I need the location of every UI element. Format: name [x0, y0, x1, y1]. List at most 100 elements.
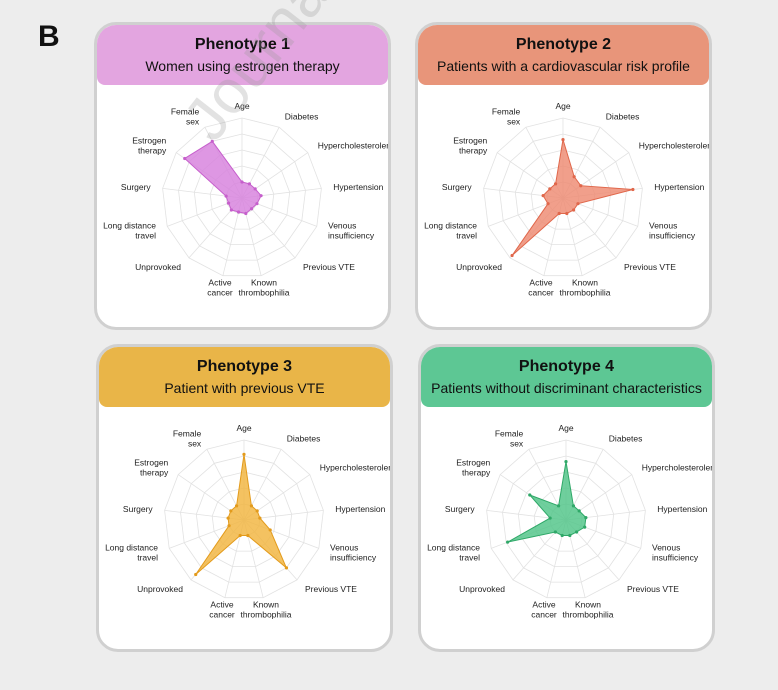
data-point	[183, 156, 187, 161]
data-point	[560, 533, 564, 538]
phenotype-card: Phenotype 1 Women using estrogen therapy…	[94, 22, 391, 330]
axis-label: Hypertension	[335, 504, 385, 514]
data-point	[553, 530, 557, 534]
data-point	[576, 202, 580, 206]
axis-label: Previous VTE	[627, 584, 679, 594]
grid-ring	[530, 165, 596, 230]
data-point	[226, 201, 231, 205]
axis-label: Age	[558, 423, 573, 433]
data-point	[556, 504, 561, 508]
data-point	[583, 525, 587, 529]
data-point	[579, 184, 583, 188]
card-subtitle: Patients with a cardiovascular risk prof…	[437, 58, 690, 74]
axis-label: Hypercholesterolemia	[318, 141, 388, 151]
axis-label: Previous VTE	[303, 262, 355, 272]
data-point	[240, 180, 244, 184]
grid-ring	[483, 117, 643, 277]
axis-label: Age	[234, 101, 249, 111]
radar-chart: AgeDiabetesHypercholesterolemiaHypertens…	[424, 101, 709, 297]
data-point	[244, 211, 248, 216]
series-area	[195, 454, 287, 575]
data-point	[268, 528, 272, 532]
data-point	[541, 193, 545, 198]
data-point	[255, 509, 259, 513]
data-point	[557, 211, 561, 216]
grid-ring	[502, 455, 630, 583]
card-header: Phenotype 1 Women using estrogen therapy	[97, 25, 388, 85]
data-point	[584, 515, 588, 520]
data-point	[548, 516, 552, 520]
axis-label: Age	[236, 423, 251, 433]
data-point	[575, 530, 579, 534]
axis-label: Hypertension	[657, 504, 707, 514]
axis-label: Hypercholesterolemia	[320, 463, 390, 473]
phenotype-card: Phenotype 4 Patients without discriminan…	[418, 344, 715, 652]
data-point	[194, 572, 198, 577]
data-point	[234, 504, 239, 508]
card-subtitle: Women using estrogen therapy	[145, 58, 340, 74]
card-header: Phenotype 4 Patients without discriminan…	[421, 347, 712, 407]
panel-label: B	[38, 20, 60, 53]
axis-label: Diabetes	[606, 112, 640, 122]
grid-ring	[178, 133, 306, 261]
data-point	[226, 516, 230, 520]
data-point	[236, 210, 241, 214]
data-point	[572, 175, 576, 179]
phenotype-card: Phenotype 2 Patients with a cardiovascul…	[415, 22, 712, 330]
radar-chart: AgeDiabetesHypercholesterolemiaHypertens…	[427, 423, 712, 619]
axis-label: Unprovoked	[137, 584, 183, 594]
data-point	[258, 516, 262, 520]
axis-label: Diabetes	[287, 434, 321, 444]
data-point	[284, 566, 289, 570]
axis-label: Hypercholesterolemia	[639, 141, 709, 151]
axis-label: Surgery	[445, 504, 476, 514]
grid-ring	[486, 439, 646, 599]
axis-label: Surgery	[123, 504, 154, 514]
grid-ring	[211, 487, 277, 552]
data-point	[249, 504, 254, 508]
axis-label: Unprovoked	[459, 584, 505, 594]
axis-label: Age	[555, 101, 570, 111]
card-subtitle: Patients without discriminant characteri…	[431, 380, 702, 396]
data-point	[568, 533, 572, 538]
data-point	[571, 504, 576, 508]
data-point	[561, 138, 565, 142]
data-point	[572, 208, 576, 212]
card-title: Phenotype 1	[194, 36, 291, 53]
axis-label: Unprovoked	[456, 262, 502, 272]
data-point	[247, 182, 252, 186]
radar-chart: AgeDiabetesHypercholesterolemiaHypertens…	[103, 101, 388, 297]
axis-label: Surgery	[121, 182, 152, 192]
data-point	[631, 187, 635, 192]
grid-ring	[162, 117, 322, 277]
axis-label: Previous VTE	[624, 262, 676, 272]
data-point	[259, 194, 263, 198]
data-point	[528, 493, 532, 497]
grid-ring	[517, 471, 615, 568]
card-subtitle: Patient with previous VTE	[164, 380, 325, 396]
grid-ring	[514, 149, 612, 246]
axis-label: Diabetes	[609, 434, 643, 444]
grid-ring	[164, 439, 324, 599]
card-header: Phenotype 2 Patients with a cardiovascul…	[418, 25, 709, 85]
data-point	[238, 533, 242, 538]
data-point	[564, 460, 568, 464]
data-point	[227, 524, 231, 528]
